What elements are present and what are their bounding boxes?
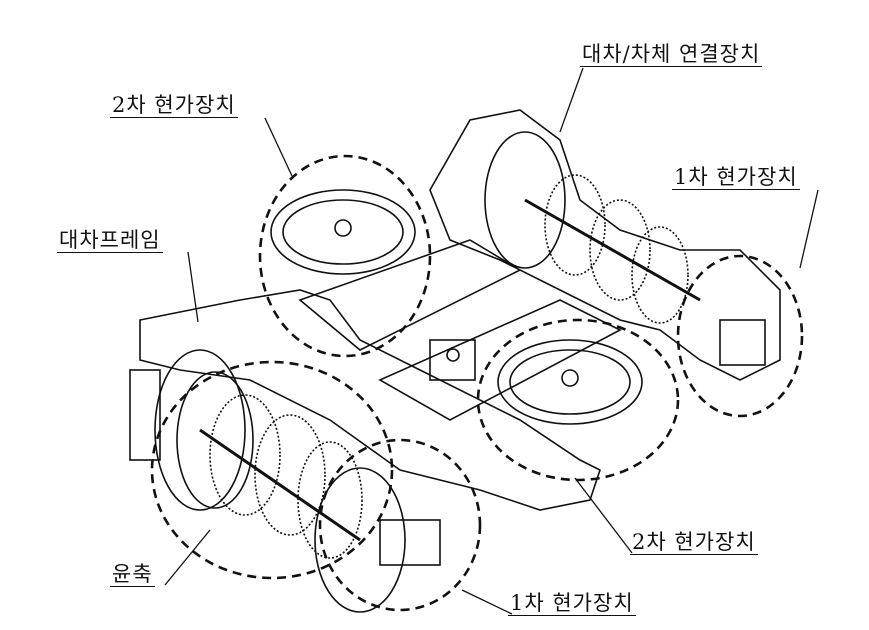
label-secondary-suspension-bottom: 2차 현가장치: [630, 530, 758, 555]
frame-side-beam-left: [139, 289, 601, 511]
air-spring-bottom: [497, 339, 643, 425]
callout-circles: [150, 154, 804, 612]
label-secondary-suspension-top: 2차 현가장치: [110, 93, 238, 118]
axle-front: [199, 428, 361, 542]
callout-wheelset: [150, 360, 394, 580]
label-wheelset: 윤축: [110, 562, 155, 587]
leader-lines: [164, 67, 819, 615]
brake-disc-2: [254, 414, 326, 536]
label-primary-suspension-bottom: 1차 현가장치: [508, 591, 636, 616]
cross-beam-2: [378, 299, 622, 421]
label-bogie-frame: 대차프레임: [57, 228, 163, 253]
center-pivot: [429, 339, 476, 381]
callout-primary-bottom: [318, 438, 482, 612]
callout-primary-right: [676, 254, 804, 418]
callout-secondary-top: [258, 154, 432, 358]
axle-box-left: [129, 369, 161, 461]
wheel-front-left: [154, 349, 246, 511]
air-spring-top: [270, 189, 416, 275]
label-primary-suspension-right: 1차 현가장치: [672, 165, 800, 190]
axle-box-rear: [719, 319, 766, 366]
brake-disc-3: [297, 441, 363, 559]
frame-side-beam-right: [429, 109, 781, 381]
axle-box-front: [379, 519, 441, 566]
bogie-drawing: [129, 109, 781, 613]
callout-secondary-bottom: [476, 318, 680, 482]
wheel-front-right: [314, 467, 406, 613]
axle-rear: [524, 198, 701, 302]
brake-disc-1: [209, 394, 281, 516]
label-carbody-connection: 대차/차체 연결장치: [580, 42, 763, 67]
cross-beam-1: [298, 239, 522, 351]
wheel-rear-left: [484, 131, 566, 269]
